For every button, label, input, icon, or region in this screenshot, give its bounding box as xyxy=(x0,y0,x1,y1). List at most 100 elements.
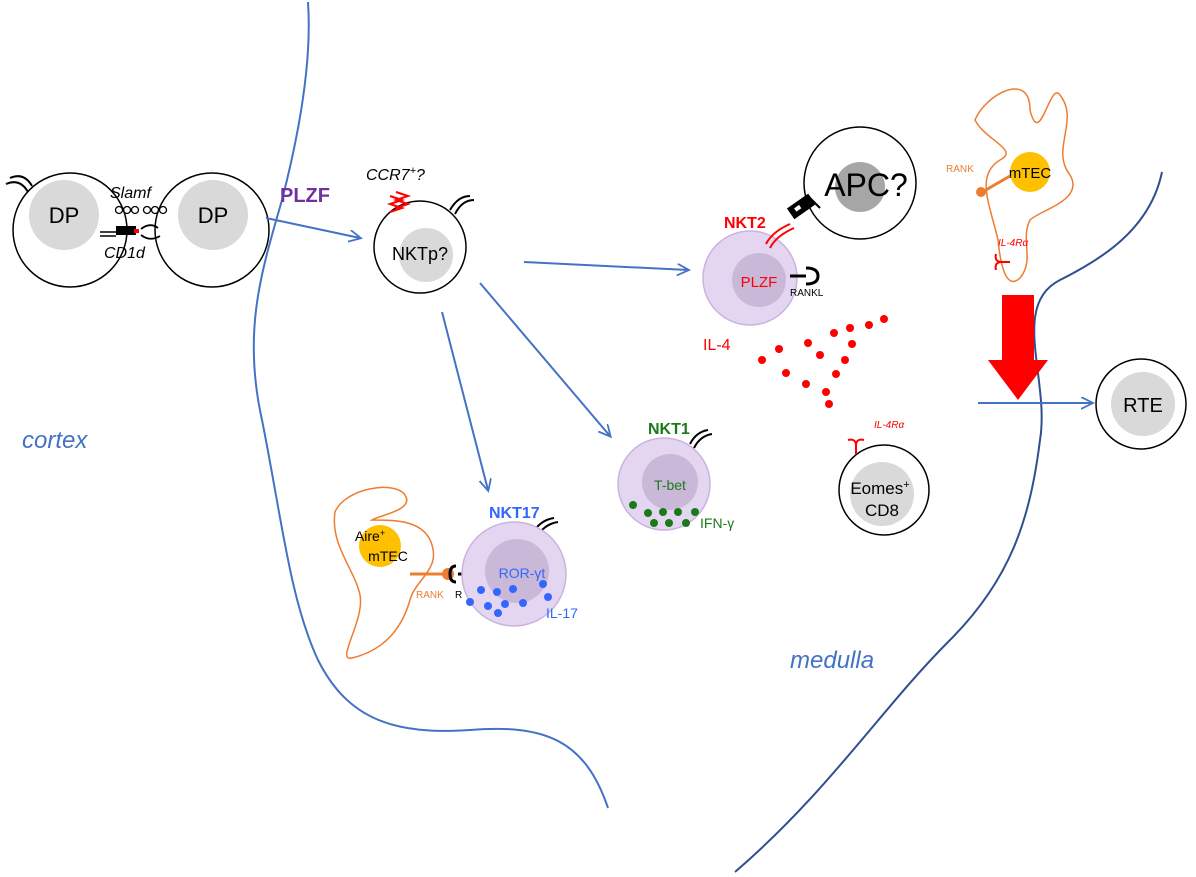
eomes-il4ra-icon xyxy=(847,438,865,454)
mtec-top-il4ra-label: IL-4Rα xyxy=(998,238,1028,249)
il4-dot xyxy=(880,315,888,323)
nktp-tcr-icon xyxy=(449,195,475,215)
il4-dot xyxy=(782,369,790,377)
il17-dot xyxy=(519,599,527,607)
dp-nucleus-left xyxy=(29,180,99,250)
cd1d-label: CD1d xyxy=(104,245,146,262)
nkt1-tcr-icon xyxy=(689,429,713,449)
il4-dot xyxy=(830,329,838,337)
il17-dots xyxy=(466,580,552,617)
nktp-nucleus xyxy=(399,228,453,282)
cortex-medulla-boundary xyxy=(252,1,609,809)
il4-dot xyxy=(825,400,833,408)
il17-dot xyxy=(493,588,501,596)
ccr7-receptor-icon xyxy=(386,191,412,213)
il17-dot xyxy=(484,602,492,610)
medulla-outer-boundary xyxy=(734,171,1163,873)
mtec-top-label: mTEC xyxy=(1009,165,1052,182)
nkt2-tcr-icon xyxy=(765,223,795,249)
ifng-dot xyxy=(659,508,667,516)
mtec-top-il4ra-icon xyxy=(994,253,1010,271)
arrow-dp-to-nktp xyxy=(265,217,360,238)
red-down-arrow xyxy=(988,295,1048,400)
nkt17-title: NKT17 xyxy=(489,505,540,522)
nkt17-nucleus xyxy=(485,539,549,603)
dp-nucleus-right xyxy=(178,180,248,250)
il4-dot xyxy=(832,370,840,378)
il17-dot xyxy=(466,598,474,606)
mtec-top-rank-label: RANK xyxy=(946,164,974,175)
eomes-cd8-nucleus xyxy=(850,462,914,526)
nkt2-title: NKT2 xyxy=(724,215,766,232)
il4-dot xyxy=(822,388,830,396)
il4-dot xyxy=(848,340,856,348)
mtec-top-rank-ball xyxy=(976,187,986,197)
eomes-cd8-cell: Eomes+ CD8 IL-4Rα xyxy=(838,420,930,536)
il17-dot xyxy=(477,586,485,594)
cortex-label: cortex xyxy=(22,427,88,454)
aire-mtec-outline xyxy=(333,486,435,659)
eomes-il4ra-label: IL-4Rα xyxy=(874,420,904,431)
il4-dot xyxy=(802,380,810,388)
arrow-nktp-to-nkt1 xyxy=(479,282,610,436)
nkt1-ifng-label: IFN-γ xyxy=(700,515,734,531)
ifng-dot xyxy=(682,519,690,527)
tcr-icon xyxy=(5,175,33,193)
nkt17-il17-label: IL-17 xyxy=(546,605,578,621)
il4-dot xyxy=(865,321,873,329)
ifng-dot xyxy=(650,519,658,527)
slamf-label: Slamf xyxy=(110,185,152,202)
aire-mtec-label: mTEC xyxy=(368,548,408,564)
aire-rankl-clipped-label: R xyxy=(455,590,462,601)
nkt2-il4-label: IL-4 xyxy=(703,337,731,354)
mtec-top-rank-icon xyxy=(983,174,1011,193)
rte-nucleus xyxy=(1111,372,1175,436)
nkt17-nucleus-label: ROR-γt xyxy=(499,565,546,581)
apc-nucleus xyxy=(835,162,885,212)
arrow-nktp-to-nkt17 xyxy=(441,311,488,490)
nktp-label: NKTp? xyxy=(392,244,448,264)
nkt1-nucleus xyxy=(642,454,698,510)
mtec-top-outline xyxy=(974,88,1074,282)
slamf-receptor-icon xyxy=(114,205,168,215)
eomes-label: Eomes+ xyxy=(850,479,909,498)
il17-dot xyxy=(544,593,552,601)
ifng-dot xyxy=(629,501,637,509)
ifng-dot xyxy=(691,508,699,516)
nkt2-rankl-label: RANKL xyxy=(790,288,824,299)
dp-cell-pair: DP DP Slamf CD1d xyxy=(5,172,270,288)
il17-dot xyxy=(501,600,509,608)
nkt1-nucleus-label: T-bet xyxy=(654,477,686,493)
medulla-label: medulla xyxy=(790,647,874,674)
nkt2-rankl-icon xyxy=(790,266,820,286)
dp-label-left: DP xyxy=(49,203,80,228)
il17-dot xyxy=(539,580,547,588)
il4-dots xyxy=(758,315,888,408)
aire-rank-label: RANK xyxy=(416,590,444,601)
ifng-dot xyxy=(644,509,652,517)
nkt1-title: NKT1 xyxy=(648,421,690,438)
il4-dot xyxy=(816,351,824,359)
plzf-label: PLZF xyxy=(280,185,330,207)
aire-mtec-nucleus xyxy=(359,525,401,567)
mtec-top: mTEC RANK IL-4Rα xyxy=(946,88,1074,282)
nkt2-nucleus-label: PLZF xyxy=(741,274,778,291)
mtec-top-nucleus xyxy=(1010,152,1050,192)
rte-cell: RTE xyxy=(1095,358,1187,450)
il17-dot xyxy=(494,609,502,617)
dp-label-right: DP xyxy=(198,203,229,228)
il4-dot xyxy=(841,356,849,364)
nkt2-cell: NKT2 PLZF RANKL IL-4 xyxy=(702,215,824,354)
aire-mtec: Aire+ mTEC RANK R xyxy=(333,486,468,659)
arrow-nktp-to-nkt2 xyxy=(523,261,688,270)
apc-cd1d-icon xyxy=(786,193,821,220)
rte-label: RTE xyxy=(1123,395,1163,417)
apc-label: APC? xyxy=(824,167,908,203)
cd1d-complex-icon xyxy=(100,224,161,240)
cd8-label: CD8 xyxy=(865,501,899,520)
ifng-dot xyxy=(665,519,673,527)
nkt17-cell: NKT17 ROR-γt IL-17 xyxy=(461,505,578,627)
apc-cell: APC? xyxy=(786,126,917,240)
